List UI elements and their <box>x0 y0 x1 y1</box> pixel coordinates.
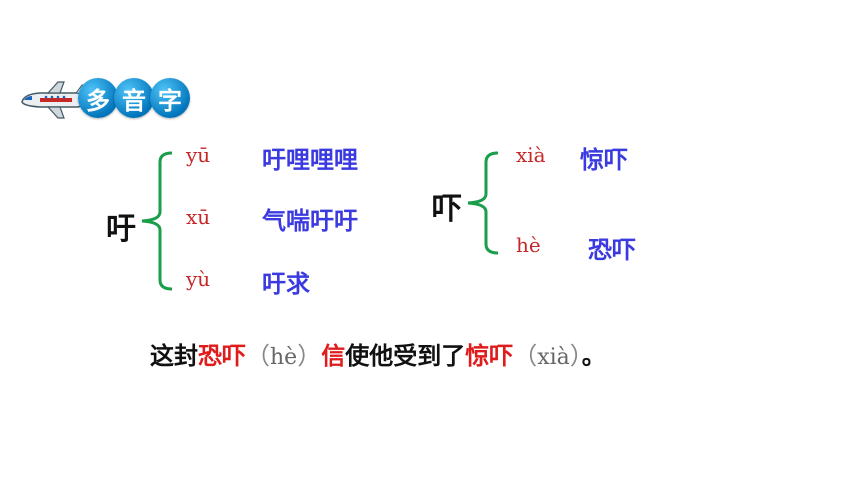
sentence-highlight-3: 惊吓 <box>465 342 514 370</box>
right-reading-1-pinyin: xià <box>516 143 546 167</box>
sentence-part-1: 这封 <box>150 342 198 370</box>
sentence-paren-1-open: （ <box>246 342 270 370</box>
right-group-char: 吓 <box>432 192 462 227</box>
left-reading-1-pinyin: yū <box>186 143 211 167</box>
left-group-char: 吁 <box>106 212 136 247</box>
right-reading-2-word: 恐吓 <box>588 236 636 264</box>
right-group-bracket <box>467 151 499 255</box>
badge-char-3: 字 <box>150 78 190 118</box>
sentence-paren-2-close: ） <box>569 342 582 370</box>
sentence-highlight-1: 恐吓 <box>198 342 246 370</box>
left-reading-2-pinyin: xū <box>186 205 211 229</box>
sentence-part-2: 使他受到了 <box>345 342 466 370</box>
sentence-paren-2-open: （ <box>513 342 538 370</box>
sentence-highlight-2: 信 <box>321 342 346 370</box>
polyphonic-badge: 多 音 字 <box>18 74 190 122</box>
badge-char-1: 多 <box>78 78 118 118</box>
sentence-end: 。 <box>581 342 606 370</box>
left-reading-1-word: 吁哩哩哩 <box>262 146 358 174</box>
sentence-pinyin-1: hè <box>270 345 298 370</box>
left-reading-2-word: 气喘吁吁 <box>262 207 358 235</box>
right-reading-2-pinyin: hè <box>516 233 541 257</box>
sentence-pinyin-2: xià <box>537 345 570 370</box>
example-sentence: 这封恐吓（hè）信使他受到了惊吓（xià）。 <box>150 336 606 371</box>
left-reading-3-pinyin: yù <box>186 267 211 291</box>
right-reading-1-word: 惊吓 <box>580 146 628 174</box>
badge-char-2: 音 <box>114 78 154 118</box>
sentence-paren-1-close: ） <box>297 342 322 370</box>
left-reading-3-word: 吁求 <box>262 270 310 298</box>
left-group-bracket <box>141 151 173 291</box>
